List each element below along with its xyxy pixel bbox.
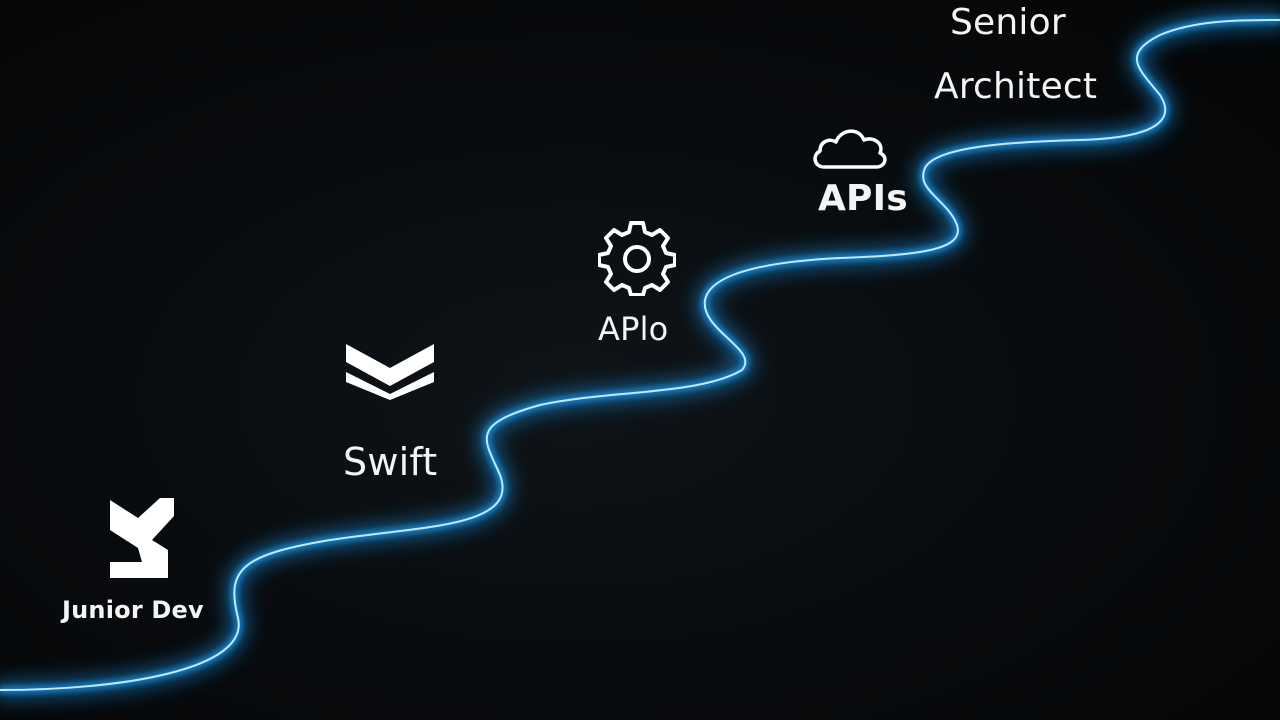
chevron-stack-icon <box>346 344 434 400</box>
milestone-label-senior: Senior <box>950 2 1066 43</box>
milestone-label-apis: APIs <box>818 178 908 219</box>
milestone-label-junior-dev: Junior Dev <box>62 596 204 624</box>
gear-icon <box>598 221 676 296</box>
s-logo-icon <box>110 498 174 578</box>
milestone-label-swift: Swift <box>343 440 438 484</box>
milestone-label-aplo: APlo <box>598 310 669 348</box>
milestone-label-architect: Architect <box>934 66 1098 107</box>
cloud-icon <box>813 129 887 169</box>
